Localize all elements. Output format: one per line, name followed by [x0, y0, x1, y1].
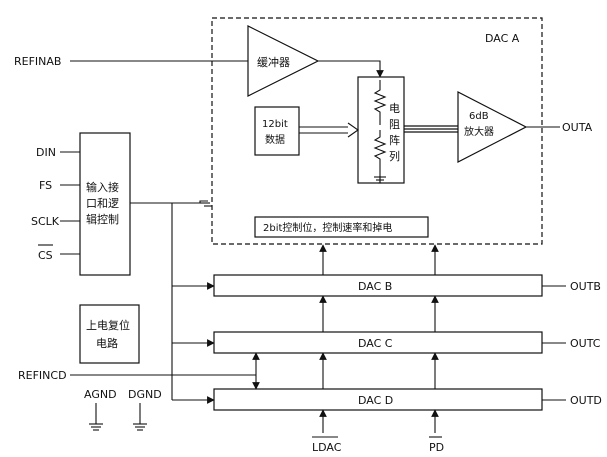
ldac-pin-label: LDAC [312, 441, 342, 454]
data-12bit-label-1: 12bit [262, 119, 288, 130]
resistor-label-1: 电 [389, 102, 400, 115]
refinab-pin-label: REFINAB [14, 55, 61, 68]
resistor-top-symbol [373, 80, 387, 125]
data-12bit-block [254, 106, 300, 156]
interface-ground-icon [200, 202, 212, 207]
dac-b-label: DAC B [358, 280, 392, 293]
outc-pin-label: OUTC [570, 337, 601, 350]
resistor-label-3: 阵 [389, 133, 400, 147]
por-label-2: 电路 [96, 337, 118, 350]
fs-pin-label: FS [39, 179, 52, 192]
input-interface-block [79, 132, 131, 276]
resistor-array-block [357, 76, 405, 184]
interface-label-3: 辑控制 [86, 212, 119, 226]
din-pin-label: DIN [36, 146, 56, 159]
control-bits-block [254, 216, 429, 238]
buffer-amplifier [247, 25, 320, 97]
agnd-pin-label: AGND [84, 388, 117, 401]
dgnd-pin-label: DGND [128, 388, 162, 401]
pd-pin-label: PD [429, 441, 444, 454]
agnd-ground-icon [89, 403, 103, 431]
outb-pin-label: OUTB [570, 280, 601, 293]
amp-label-2: 放大器 [464, 125, 494, 138]
control-bits-label: 2bit控制位，控制速率和掉电 [263, 221, 392, 234]
refincd-pin-label: REFINCD [18, 369, 67, 382]
resistor-label-2: 阻 [389, 118, 400, 131]
resistor-ground-icon [374, 170, 386, 184]
por-label-1: 上电复位 [86, 318, 130, 332]
power-on-reset-block [79, 304, 140, 364]
dac-c-label: DAC C [358, 337, 393, 350]
interface-label-2: 口和逻 [86, 197, 119, 210]
data-12bit-label-2: 数据 [265, 133, 285, 146]
dac-a-title: DAC A [485, 32, 520, 45]
cs-pin-label: CS [38, 249, 53, 262]
dgnd-ground-icon [133, 403, 147, 431]
dac-a-region [211, 17, 543, 245]
resistor-bottom-symbol [373, 130, 387, 170]
dac-d-label: DAC D [358, 394, 393, 407]
data-bus-arrow [299, 122, 359, 138]
outd-pin-label: OUTD [570, 394, 602, 407]
outa-pin-label: OUTA [562, 121, 593, 134]
sclk-pin-label: SCLK [31, 215, 60, 228]
buffer-label: 缓冲器 [257, 55, 290, 69]
interface-label-1: 输入接 [86, 180, 119, 194]
amp-label-1: 6dB [469, 111, 489, 122]
output-amplifier [457, 91, 528, 163]
resistor-label-4: 列 [389, 149, 400, 163]
resistor-to-amp-bus [404, 125, 458, 133]
